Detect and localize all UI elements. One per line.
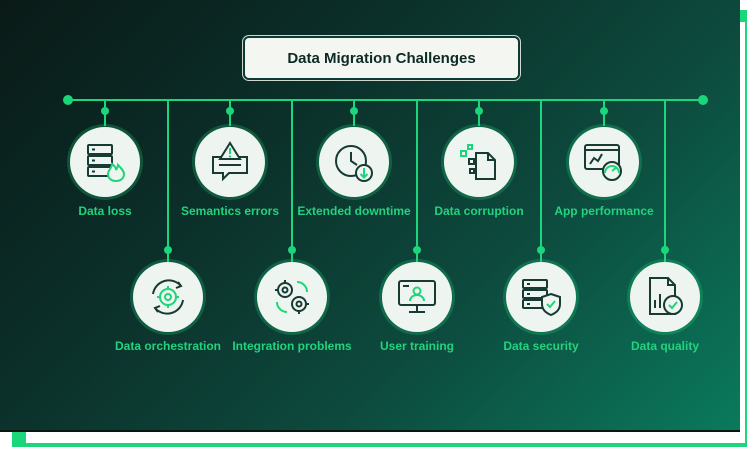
challenge-data-orchestration: Data orchestration — [108, 262, 228, 353]
challenge-label: Data security — [503, 339, 579, 353]
challenge-semantics-errors: Semantics errors — [170, 127, 290, 218]
warning-chat-icon — [212, 141, 248, 182]
connector-lines — [63, 95, 708, 262]
server-shield-icon — [522, 279, 561, 317]
dashboard-gauge-icon — [584, 144, 622, 181]
challenge-label: App performance — [554, 204, 654, 218]
title-box: Data Migration Challenges — [243, 36, 520, 80]
gear-cycle-icon — [152, 279, 184, 315]
challenge-label: Data quality — [630, 339, 699, 353]
challenge-integration-problems: Integration problems — [232, 262, 352, 353]
broken-file-icon — [460, 144, 496, 180]
challenge-label: Data orchestration — [114, 339, 222, 353]
challenge-extended-downtime: Extended downtime — [294, 127, 414, 218]
challenge-user-training: User training — [357, 262, 477, 353]
challenge-label: Data corruption — [434, 204, 524, 218]
challenge-data-corruption: Data corruption — [419, 127, 539, 218]
challenge-label: Extended downtime — [297, 204, 411, 218]
challenge-label: Integration problems — [232, 339, 352, 353]
monitor-user-icon — [398, 280, 436, 313]
challenge-data-quality: Data quality — [605, 262, 725, 353]
linked-gears-icon — [275, 280, 309, 314]
diagram-panel: Data Migration Challenges Data loss — [0, 0, 740, 432]
diagram-title: Data Migration Challenges — [287, 49, 476, 67]
timeline-end-dot — [698, 95, 708, 105]
challenge-app-performance: App performance — [544, 127, 664, 218]
challenge-label: Data loss — [78, 204, 132, 218]
challenge-data-loss: Data loss — [45, 127, 165, 218]
challenge-data-security: Data security — [481, 262, 601, 353]
challenge-label: Semantics errors — [180, 204, 280, 218]
clock-download-icon — [335, 145, 373, 182]
challenge-label: User training — [379, 339, 454, 353]
report-check-icon — [649, 277, 683, 315]
server-fire-icon — [87, 144, 126, 183]
timeline-start-dot — [63, 95, 73, 105]
